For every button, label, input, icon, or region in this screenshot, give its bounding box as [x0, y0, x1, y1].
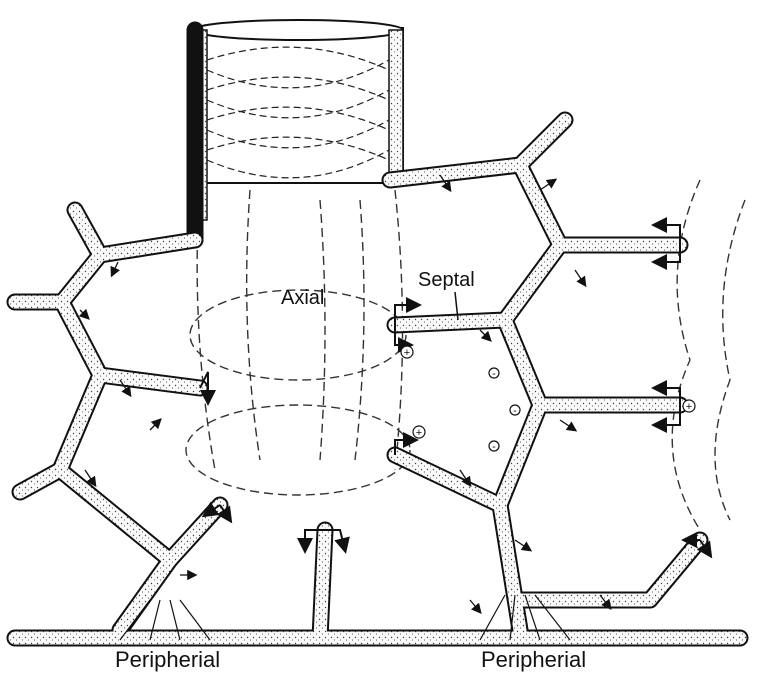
plus-circle-icon: +: [413, 426, 425, 439]
svg-text:+: +: [686, 401, 692, 413]
minus-circle-icon: -: [510, 405, 520, 417]
axial-label: Axial: [281, 288, 324, 308]
peripheral-label-right: Peripherial: [481, 649, 586, 671]
svg-text:+: +: [404, 347, 410, 359]
minus-circle-icon: -: [489, 368, 499, 380]
minus-circle-icon: -: [489, 441, 499, 453]
svg-text:-: -: [513, 405, 517, 417]
peripheral-label-left: Peripherial: [115, 649, 220, 671]
plus-circle-icon: +: [683, 400, 695, 413]
svg-text:-: -: [492, 441, 496, 453]
septal-label: Septal: [418, 270, 475, 290]
svg-text:+: +: [416, 427, 422, 439]
svg-text:-: -: [492, 368, 496, 380]
axial-vessel-cylinder: [193, 20, 403, 220]
plus-circle-icon: +: [401, 346, 413, 359]
